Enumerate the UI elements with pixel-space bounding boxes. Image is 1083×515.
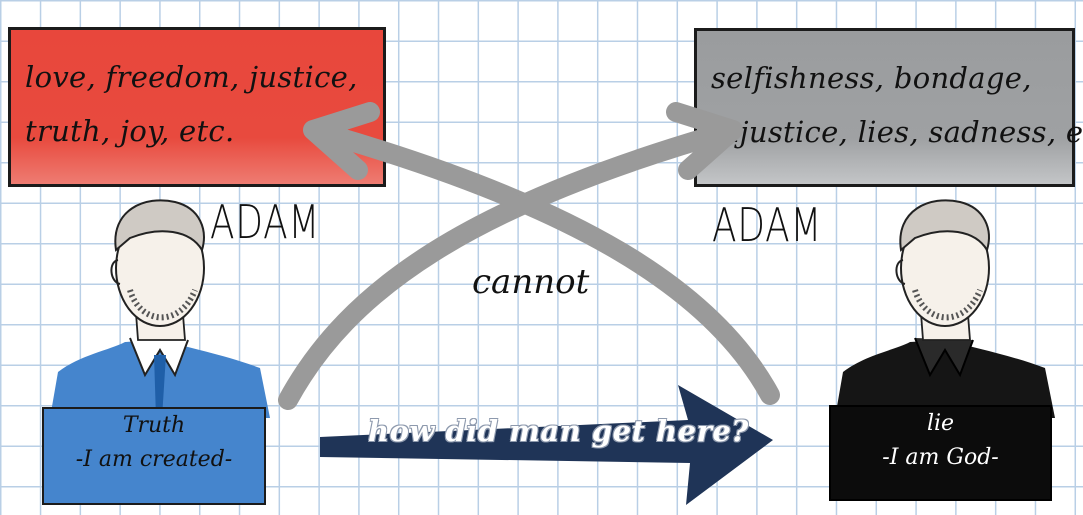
ear-right (895, 259, 906, 285)
values-right-line1: selfishness, bondage, (711, 61, 1032, 95)
tie-left (154, 355, 166, 418)
hair-left (114, 199, 205, 253)
adam-label-left: ADAM (210, 195, 321, 249)
values-left-line1: love, freedom, justice, (25, 60, 358, 94)
lie-label-line2: -I am God- (882, 445, 999, 470)
values-right-line2: injustice, lies, sadness, etc. (711, 115, 1083, 149)
values-text-left: love, freedom, justice, truth, joy, etc. (25, 50, 375, 158)
arrow-up-left (303, 102, 780, 405)
beard-right (912, 288, 983, 321)
values-box-left: love, freedom, justice, truth, joy, etc. (8, 27, 386, 187)
person-portrait-left (50, 199, 270, 418)
values-box-right: selfishness, bondage, injustice, lies, s… (694, 28, 1083, 187)
bottom-arrow-label: how did man get here? (368, 414, 749, 448)
truth-label-box: Truth -I am created- (42, 407, 266, 505)
cannot-label: cannot (472, 262, 590, 302)
truth-label-line2: -I am created- (75, 447, 233, 472)
values-left-line2: truth, joy, etc. (25, 114, 235, 148)
ear-left (110, 259, 121, 285)
lie-label-line1: lie (926, 411, 955, 436)
adam-label-right: ADAM (712, 198, 823, 252)
hair-right (899, 199, 990, 253)
person-portrait-right (835, 199, 1055, 418)
arrow-up-right (278, 102, 743, 410)
beard-left (127, 288, 198, 321)
values-text-right: selfishness, bondage, injustice, lies, s… (711, 51, 1083, 159)
collar-left (129, 337, 189, 378)
collar-right (914, 337, 974, 378)
truth-label-line1: Truth (122, 413, 186, 438)
bottom-arrow (320, 385, 773, 505)
bottom-arrow-shape (320, 385, 773, 505)
shirt-right (835, 340, 1055, 418)
lie-label-box: lie -I am God- (829, 405, 1052, 501)
